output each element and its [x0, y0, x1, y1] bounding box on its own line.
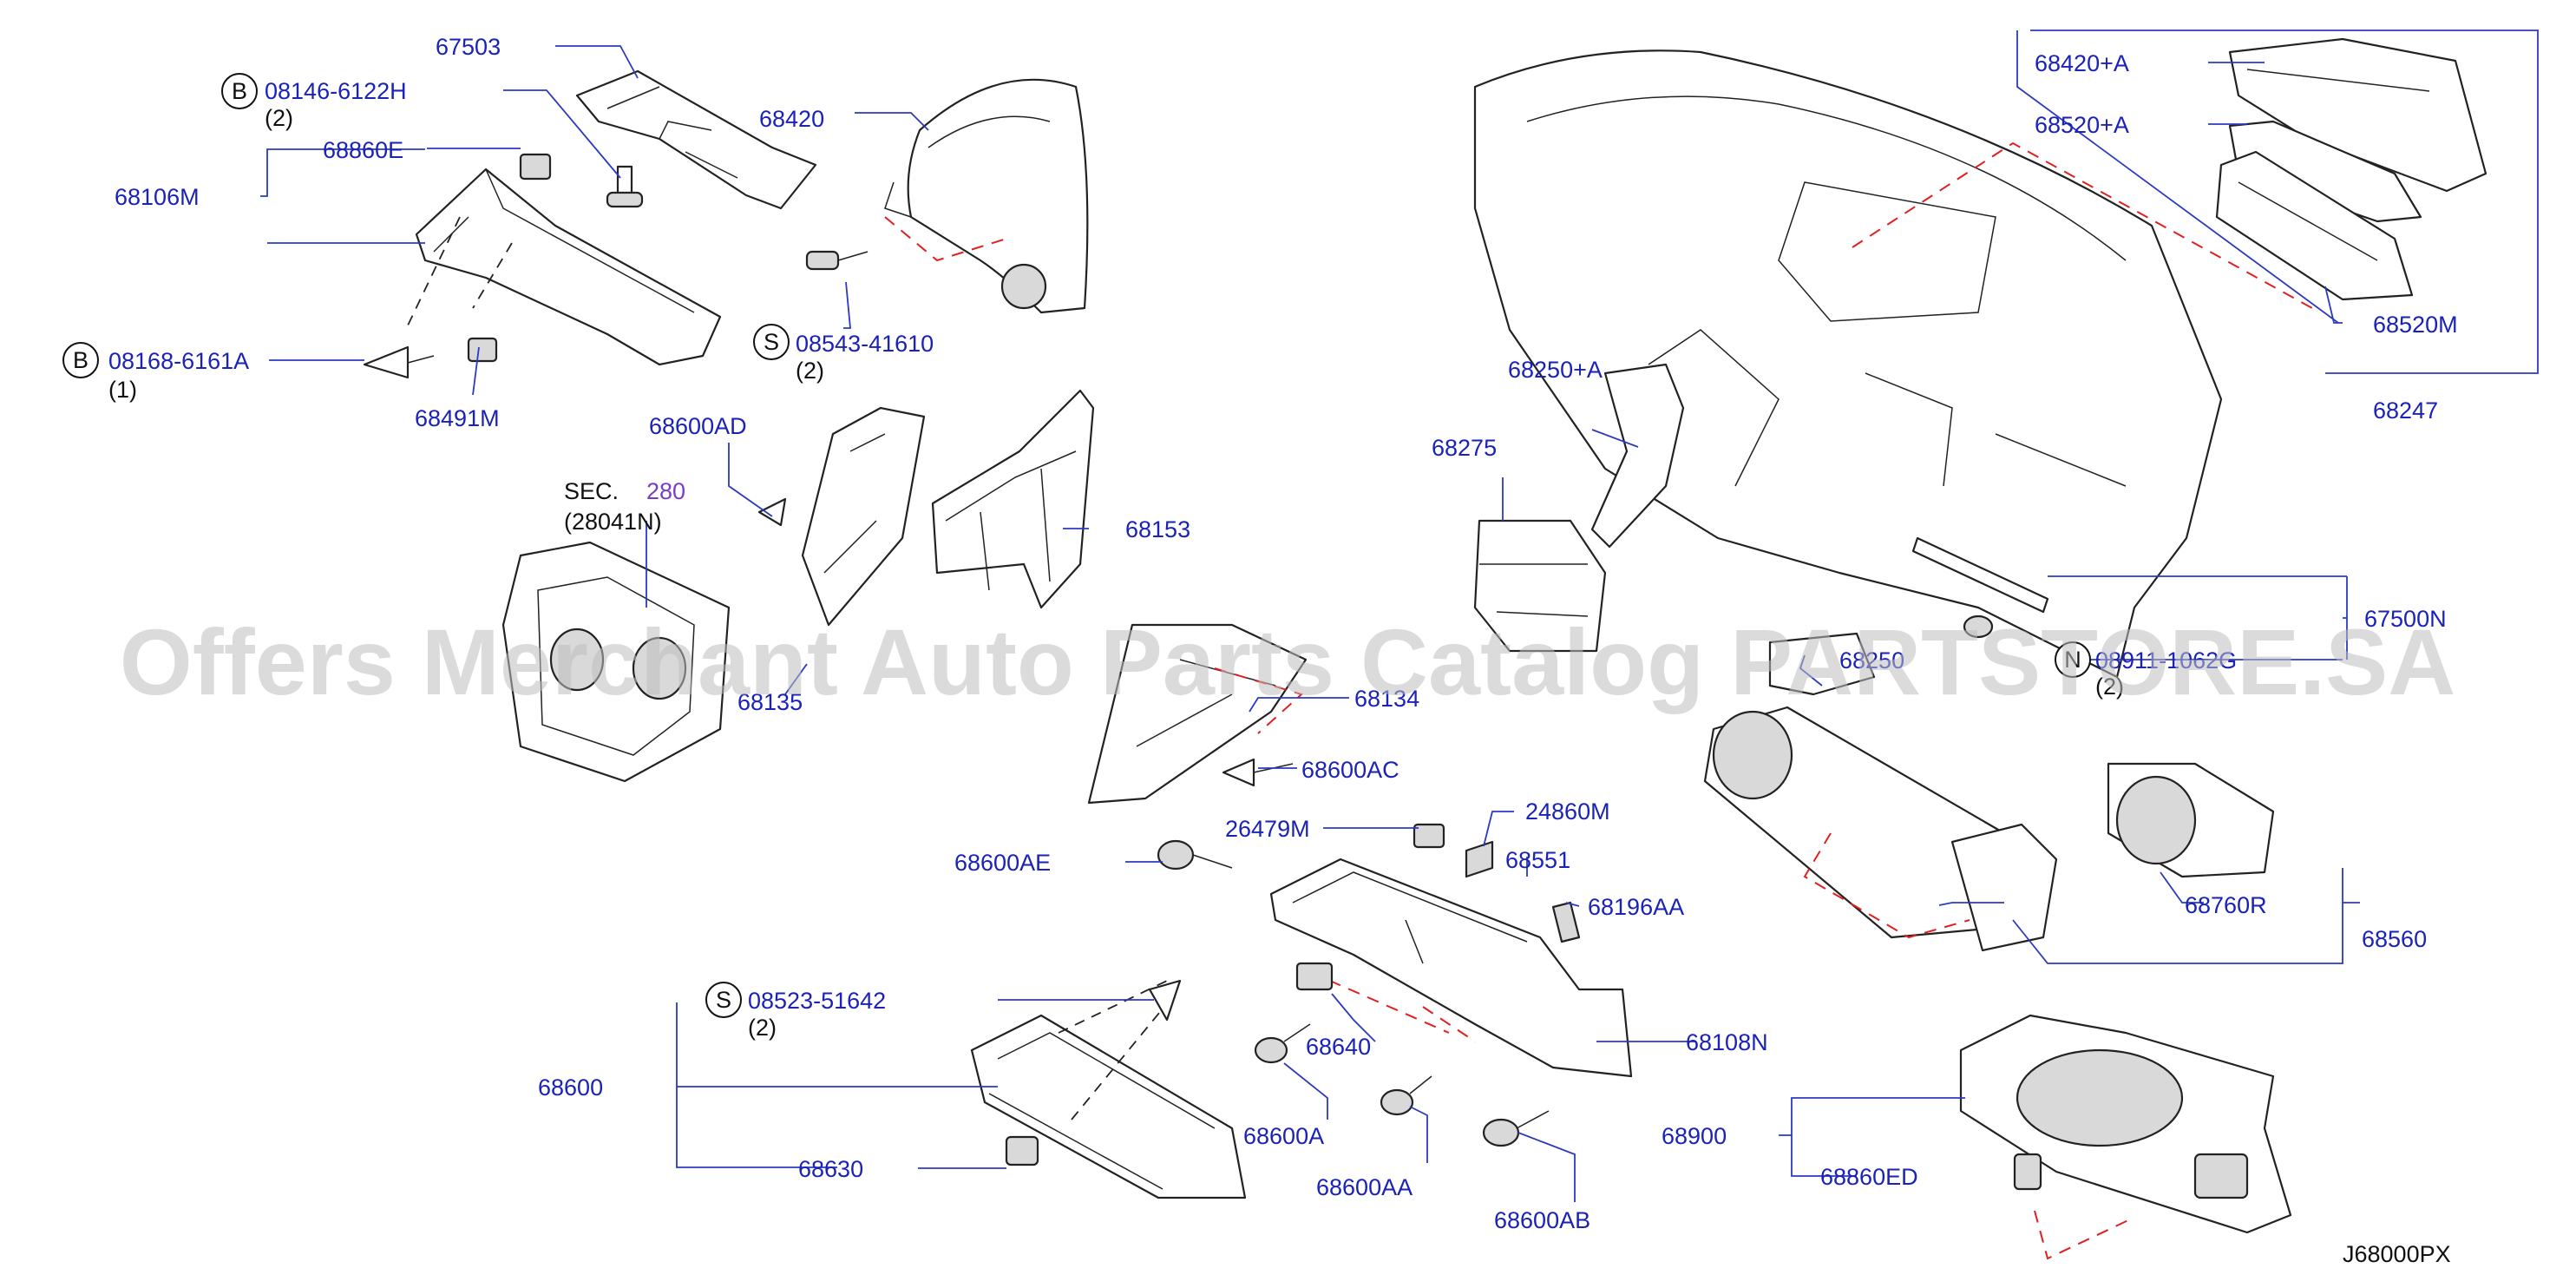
fastener-68600A-drawing	[1254, 1023, 1311, 1064]
label-24860M[interactable]: 24860M	[1525, 798, 1610, 825]
part-68275-drawing	[1473, 519, 1607, 653]
label-68520A[interactable]: 68520+A	[2035, 112, 2129, 138]
screw-68600AC-drawing	[1222, 758, 1294, 787]
label-68860E[interactable]: 68860E	[323, 137, 403, 163]
label-68491M[interactable]: 68491M	[415, 405, 500, 431]
label-68900[interactable]: 68900	[1662, 1123, 1727, 1149]
label-68247[interactable]: 68247	[2373, 398, 2438, 424]
label-68560[interactable]: 68560	[2362, 926, 2427, 952]
label-68196AA[interactable]: 68196AA	[1588, 894, 1684, 920]
label-68600AE[interactable]: 68600AE	[954, 850, 1051, 876]
badge-b-08168: B	[62, 342, 99, 378]
label-68551[interactable]: 68551	[1505, 847, 1570, 873]
qty-08168: (1)	[108, 377, 137, 403]
qty-08911: (2)	[2095, 674, 2124, 700]
badge-b-08146: B	[221, 73, 258, 109]
label-68250A[interactable]: 68250+A	[1508, 357, 1603, 383]
svg-text:N: N	[2064, 647, 2081, 673]
label-68760R[interactable]: 68760R	[2185, 892, 2267, 918]
label-68250[interactable]: 68250	[1839, 647, 1904, 674]
part-68247-assembly-drawing	[2215, 37, 2488, 301]
watermark: Offers Merchant Auto Parts Catalog PARTS…	[120, 609, 2455, 714]
screw-08168-drawing	[363, 345, 435, 379]
part-dashboard-drawing	[1473, 49, 2313, 679]
qty-08146: (2)	[265, 105, 293, 131]
part-67500N-drawing	[1911, 536, 2049, 639]
part-67503-drawing	[575, 69, 817, 210]
part-68250A-drawing	[1590, 363, 1685, 549]
label-68135[interactable]: 68135	[737, 689, 803, 715]
fastener-26479M-drawing	[1413, 823, 1445, 849]
label-68520M[interactable]: 68520M	[2373, 312, 2458, 338]
screw-08146-drawing	[606, 165, 644, 208]
part-68250-drawing	[1768, 632, 1876, 696]
clip-68860ED-drawing	[2013, 1153, 2042, 1191]
fastener-08523-drawing	[1148, 979, 1182, 1022]
label-26479M[interactable]: 26479M	[1225, 816, 1310, 842]
label-68106M[interactable]: 68106M	[115, 184, 200, 210]
qty-08523: (2)	[748, 1015, 777, 1041]
badge-s-08523: S	[705, 982, 742, 1018]
label-68275[interactable]: 68275	[1432, 435, 1497, 461]
part-68108N-drawing	[1269, 858, 1633, 1078]
part-68600-drawing	[970, 980, 1247, 1199]
screw-08543-drawing	[805, 250, 868, 271]
part-labels: 67503 08146-6122H (2) 68860E 68106M 6842…	[108, 34, 2458, 1233]
badge-s-08543: S	[753, 324, 790, 360]
label-68600AC[interactable]: 68600AC	[1301, 757, 1399, 783]
diagram-code: J68000PX	[2343, 1241, 2451, 1267]
qty-08543: (2)	[796, 358, 824, 384]
part-68135-drawing	[501, 541, 731, 783]
fastener-68600AE-drawing	[1157, 839, 1233, 871]
fastener-68640-drawing	[1295, 962, 1334, 991]
label-68600[interactable]: 68600	[538, 1074, 603, 1101]
label-68640[interactable]: 68640	[1306, 1034, 1371, 1060]
label-68134[interactable]: 68134	[1354, 686, 1419, 712]
sec-prefix: SEC.	[564, 478, 619, 504]
label-68420[interactable]: 68420	[759, 106, 824, 132]
part-68900-drawing	[1959, 1014, 2292, 1260]
label-67503[interactable]: 67503	[436, 34, 501, 60]
fastener-68600AA-drawing	[1380, 1075, 1432, 1116]
svg-text:B: B	[73, 347, 88, 373]
fastener-24860M-drawing	[1465, 840, 1494, 878]
label-68600AA[interactable]: 68600AA	[1316, 1174, 1413, 1200]
label-68600AD[interactable]: 68600AD	[649, 413, 747, 439]
label-68600A[interactable]: 68600A	[1243, 1123, 1324, 1149]
label-08911-1062G[interactable]: 08911-1062G	[2095, 647, 2237, 674]
label-08146-6122H[interactable]: 08146-6122H	[265, 78, 407, 104]
label-68630[interactable]: 68630	[798, 1156, 863, 1182]
sec-sub-28041N: (28041N)	[564, 509, 662, 535]
svg-text:S: S	[764, 329, 779, 355]
label-68108N[interactable]: 68108N	[1686, 1029, 1768, 1055]
part-68560-drawing	[1703, 706, 2058, 952]
label-08543-41610[interactable]: 08543-41610	[796, 331, 934, 357]
label-68600AB[interactable]: 68600AB	[1494, 1207, 1590, 1233]
svg-text:S: S	[716, 987, 731, 1013]
leader-lines	[260, 30, 2539, 1202]
label-68860ED[interactable]: 68860ED	[1820, 1164, 1918, 1190]
badge-n-08911: N	[2055, 641, 2091, 678]
part-68134-drawing	[1087, 623, 1308, 805]
part-68153-drawing	[931, 389, 1095, 609]
label-08168-6161A[interactable]: 08168-6161A	[108, 348, 249, 374]
label-08523-51642[interactable]: 08523-51642	[748, 988, 886, 1014]
label-68153[interactable]: 68153	[1125, 516, 1190, 542]
label-67500N[interactable]: 67500N	[2364, 606, 2447, 632]
label-68420A[interactable]: 68420+A	[2035, 50, 2129, 76]
part-68600AD-panel-drawing	[757, 406, 926, 627]
sec-number-280[interactable]: 280	[646, 478, 685, 504]
part-68420-drawing	[884, 78, 1089, 314]
fastener-68196AA-drawing	[1551, 901, 1581, 943]
part-68106M-drawing	[407, 153, 722, 366]
part-68760R-drawing	[2107, 762, 2275, 878]
svg-text:B: B	[232, 78, 247, 104]
